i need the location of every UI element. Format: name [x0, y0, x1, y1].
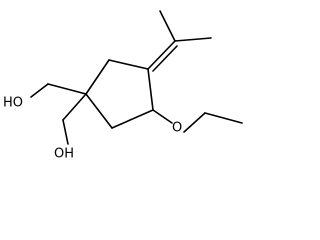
ether-oxygen-label: O — [172, 121, 182, 136]
hydroxymethyl-top-o-bond — [30, 83, 49, 98]
hydroxymethyl-bottom-c-bond — [62, 93, 87, 121]
ether-bond-o-ch2 — [183, 112, 206, 133]
ring-bond-c3-c4 — [147, 68, 154, 111]
hydroxyl-label-bottom: OH — [54, 147, 74, 162]
ring-bond-c5-c1 — [85, 93, 113, 129]
ether-bond-ring-o — [152, 109, 173, 124]
ring-bond-c4-c5 — [111, 109, 154, 129]
isopropylidene-methyl-right — [174, 37, 212, 42]
ethyl-bond-ch2-ch3 — [204, 112, 243, 124]
double-bond-inner — [152, 45, 178, 72]
hydroxymethyl-top-c-bond — [47, 83, 87, 95]
hydroxyl-label-top: HO — [3, 96, 23, 111]
ring-bond-c2-c3 — [108, 59, 149, 70]
ring-bond-c1-c2 — [85, 59, 110, 95]
isopropylidene-methyl-left — [159, 10, 176, 42]
hydroxymethyl-bottom-o-bond — [62, 119, 69, 145]
molecule-structure: HO OH O — [3, 10, 243, 162]
double-bond-outer — [147, 40, 176, 70]
